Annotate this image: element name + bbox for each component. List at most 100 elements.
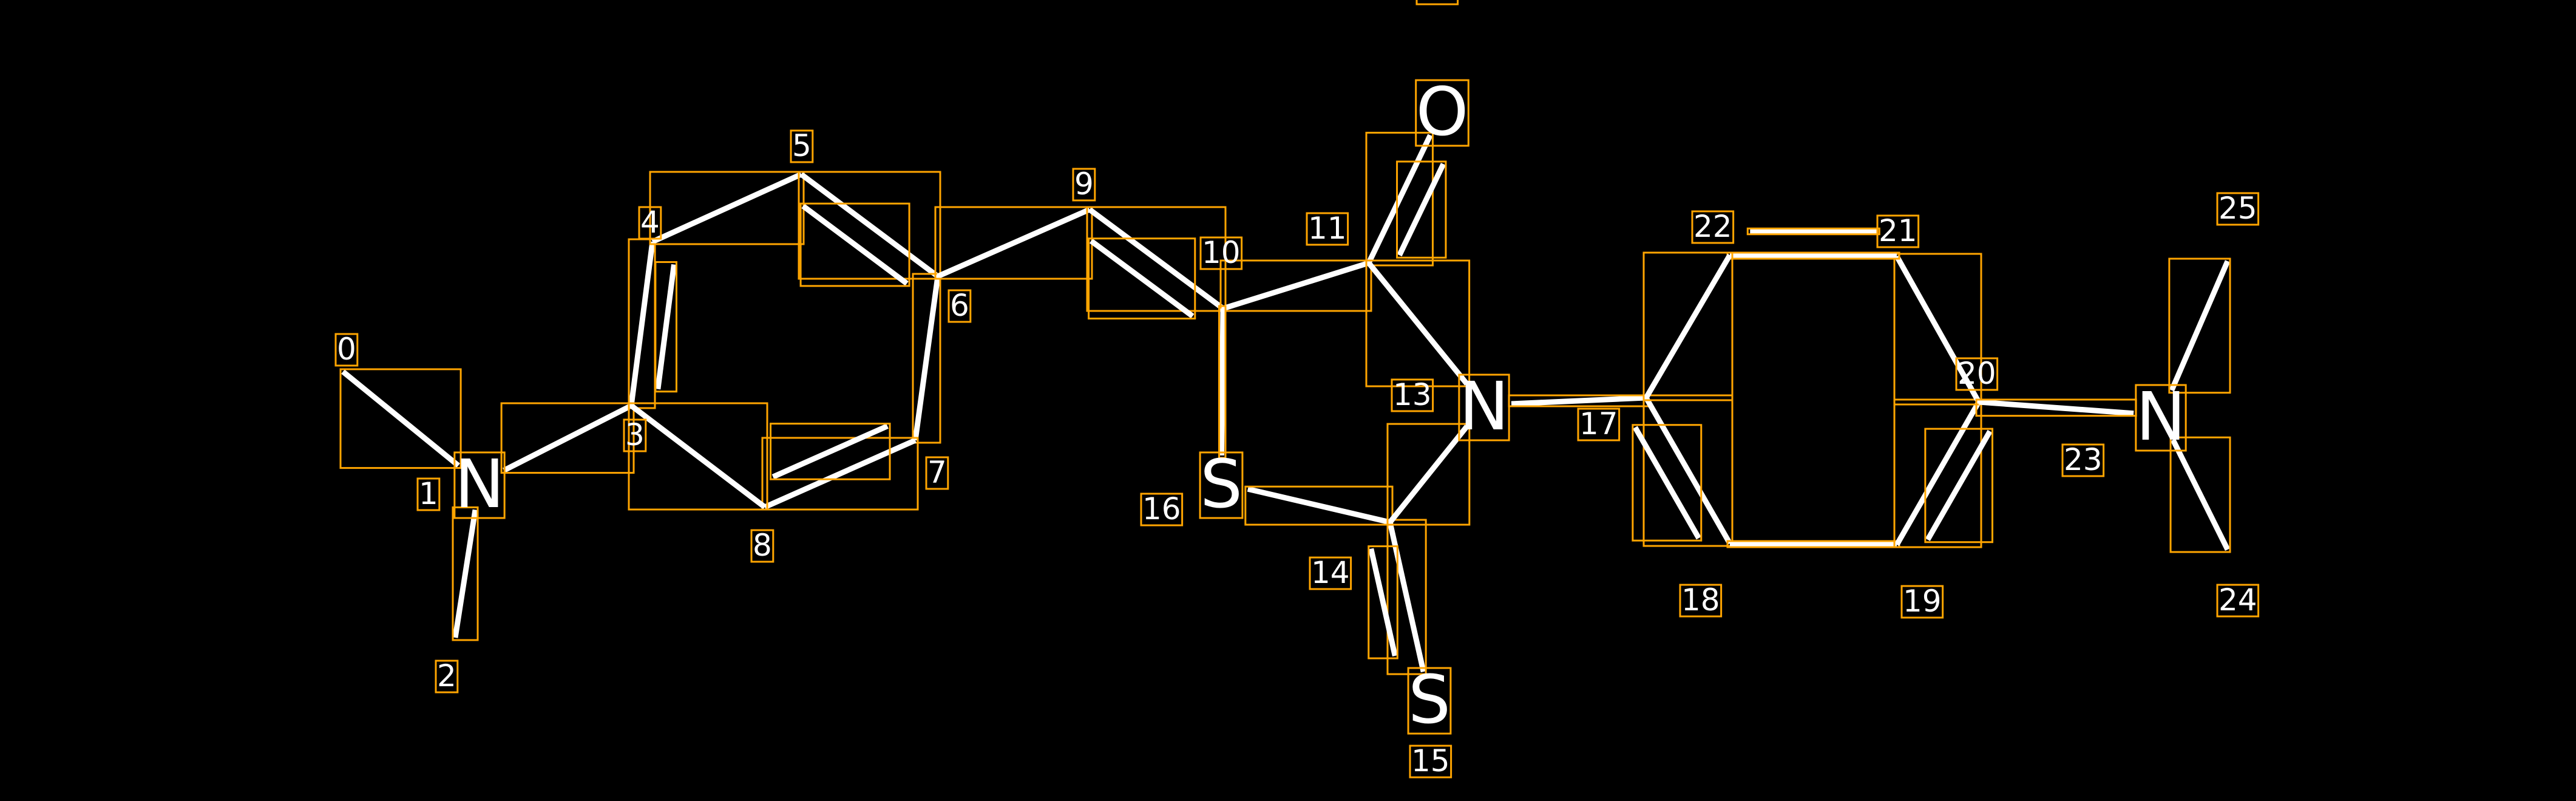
bond-bounding-box [1244, 485, 1394, 526]
bond-line [1088, 207, 1225, 311]
bond-bounding-box [2168, 257, 2231, 394]
atom-symbol-s: S [1408, 661, 1451, 738]
bond-1-3 [500, 402, 635, 474]
index-bounding-box [1679, 584, 1723, 618]
bond-line [1729, 540, 1897, 548]
atom-index-label: 10 [1202, 235, 1241, 270]
bond-line [912, 276, 941, 441]
bond-bounding-box [500, 402, 635, 474]
index-bounding-box [2061, 443, 2105, 477]
bond-bounding-box [798, 171, 941, 280]
bond-line [1397, 163, 1446, 257]
bond-bounding-box [1642, 394, 1734, 547]
index-bounding-box [1876, 214, 1920, 248]
index-bounding-box [1140, 493, 1184, 527]
index-bounding-box [750, 529, 774, 563]
atom-index-label: 17 [1579, 406, 1618, 441]
atom-bounding-box [1199, 451, 1244, 519]
index-bounding-box [416, 477, 441, 511]
bond-bounding-box [1386, 423, 1471, 526]
bond-line [1218, 308, 1226, 456]
bond-7-8 [761, 423, 919, 511]
index-bounding-box [947, 289, 972, 323]
bond-0-1 [339, 368, 462, 469]
bond-13-17 [1508, 394, 1650, 407]
bond-11-12 [1365, 132, 1447, 267]
atom-index-label: 5 [792, 128, 812, 163]
bond-1-2 [452, 506, 479, 641]
atom-index-label: 6 [950, 288, 969, 323]
bond-line [651, 171, 802, 245]
bond-line [452, 509, 478, 638]
atom-bounding-box [453, 451, 506, 519]
index-bounding-box [1409, 745, 1452, 779]
bond-9-10 [1086, 206, 1227, 320]
bond-bounding-box [761, 437, 919, 511]
atom-bounding-box [1407, 667, 1452, 735]
index-bounding-box [1415, 0, 1459, 5]
atom-index-label: 7 [927, 455, 947, 490]
bond-8-3 [628, 402, 768, 511]
bond-bounding-box [912, 273, 941, 444]
index-bounding-box [1577, 407, 1621, 441]
atom-index-label: 23 [2064, 442, 2103, 477]
atom-index-label: 20 [1957, 356, 1996, 391]
bond-line [1222, 260, 1370, 312]
bond-line [655, 264, 677, 390]
bond-bounding-box [1386, 519, 1427, 675]
atom-symbol-n: N [1459, 367, 1509, 445]
bond-14-15 [1368, 519, 1427, 675]
atom-symbol-s: S [1200, 445, 1242, 523]
index-bounding-box [1306, 212, 1349, 246]
bond-line [801, 203, 909, 286]
bond-bounding-box [1218, 305, 1227, 459]
bond-bounding-box [1632, 424, 1703, 542]
bond-10-11 [1219, 259, 1372, 312]
bond-22-17 [1642, 251, 1734, 401]
bond-line [1368, 548, 1398, 657]
atom-index-label: 14 [1311, 555, 1350, 590]
atom-index-label: 16 [1142, 491, 1181, 527]
bond-line [1388, 424, 1469, 524]
index-bounding-box [1309, 556, 1352, 590]
bond-line [1925, 429, 1993, 541]
bond-line [1366, 261, 1469, 386]
atom-index-label: 18 [1681, 582, 1720, 618]
atom-symbol-o: O [1416, 73, 1469, 151]
bond-bounding-box [1365, 259, 1471, 387]
bond-line [629, 403, 767, 510]
bond-bounding-box [1893, 253, 1982, 406]
index-bounding-box [1955, 357, 1999, 391]
bond-bounding-box [1746, 227, 1880, 236]
bond-23-24 [2169, 436, 2231, 553]
index-bounding-box [790, 129, 814, 163]
index-bounding-box [2216, 192, 2260, 226]
bond-20-21 [1893, 253, 1982, 406]
bond-line [2169, 260, 2231, 392]
bond-bounding-box [1088, 237, 1196, 320]
bond-line [1644, 396, 1732, 545]
atom-index-label: 0 [337, 332, 356, 367]
index-bounding-box [1072, 168, 1096, 202]
index-bounding-box [1900, 585, 1944, 619]
index-bounding-box [435, 660, 459, 694]
bond-16-14 [1244, 485, 1394, 526]
atom-index-label: 22 [1693, 209, 1732, 244]
bond-bounding-box [1924, 428, 1993, 544]
bond-line [503, 403, 633, 473]
bond-bounding-box [1642, 251, 1734, 401]
atom-index-label: 3 [625, 417, 645, 452]
bond-line [2171, 438, 2231, 551]
bond-11-13 [1365, 259, 1471, 387]
bond-bounding-box [770, 423, 891, 480]
atom-symbol-n: N [2136, 378, 2186, 455]
index-bounding-box [1199, 236, 1243, 270]
index-bounding-box [334, 333, 359, 367]
bond-bounding-box [2169, 436, 2231, 553]
atom-index-label: 24 [2218, 582, 2257, 618]
bond-line [1644, 253, 1732, 400]
bond-bounding-box [1086, 206, 1227, 312]
bond-line [937, 206, 1091, 279]
bond-bounding-box [1219, 259, 1372, 312]
